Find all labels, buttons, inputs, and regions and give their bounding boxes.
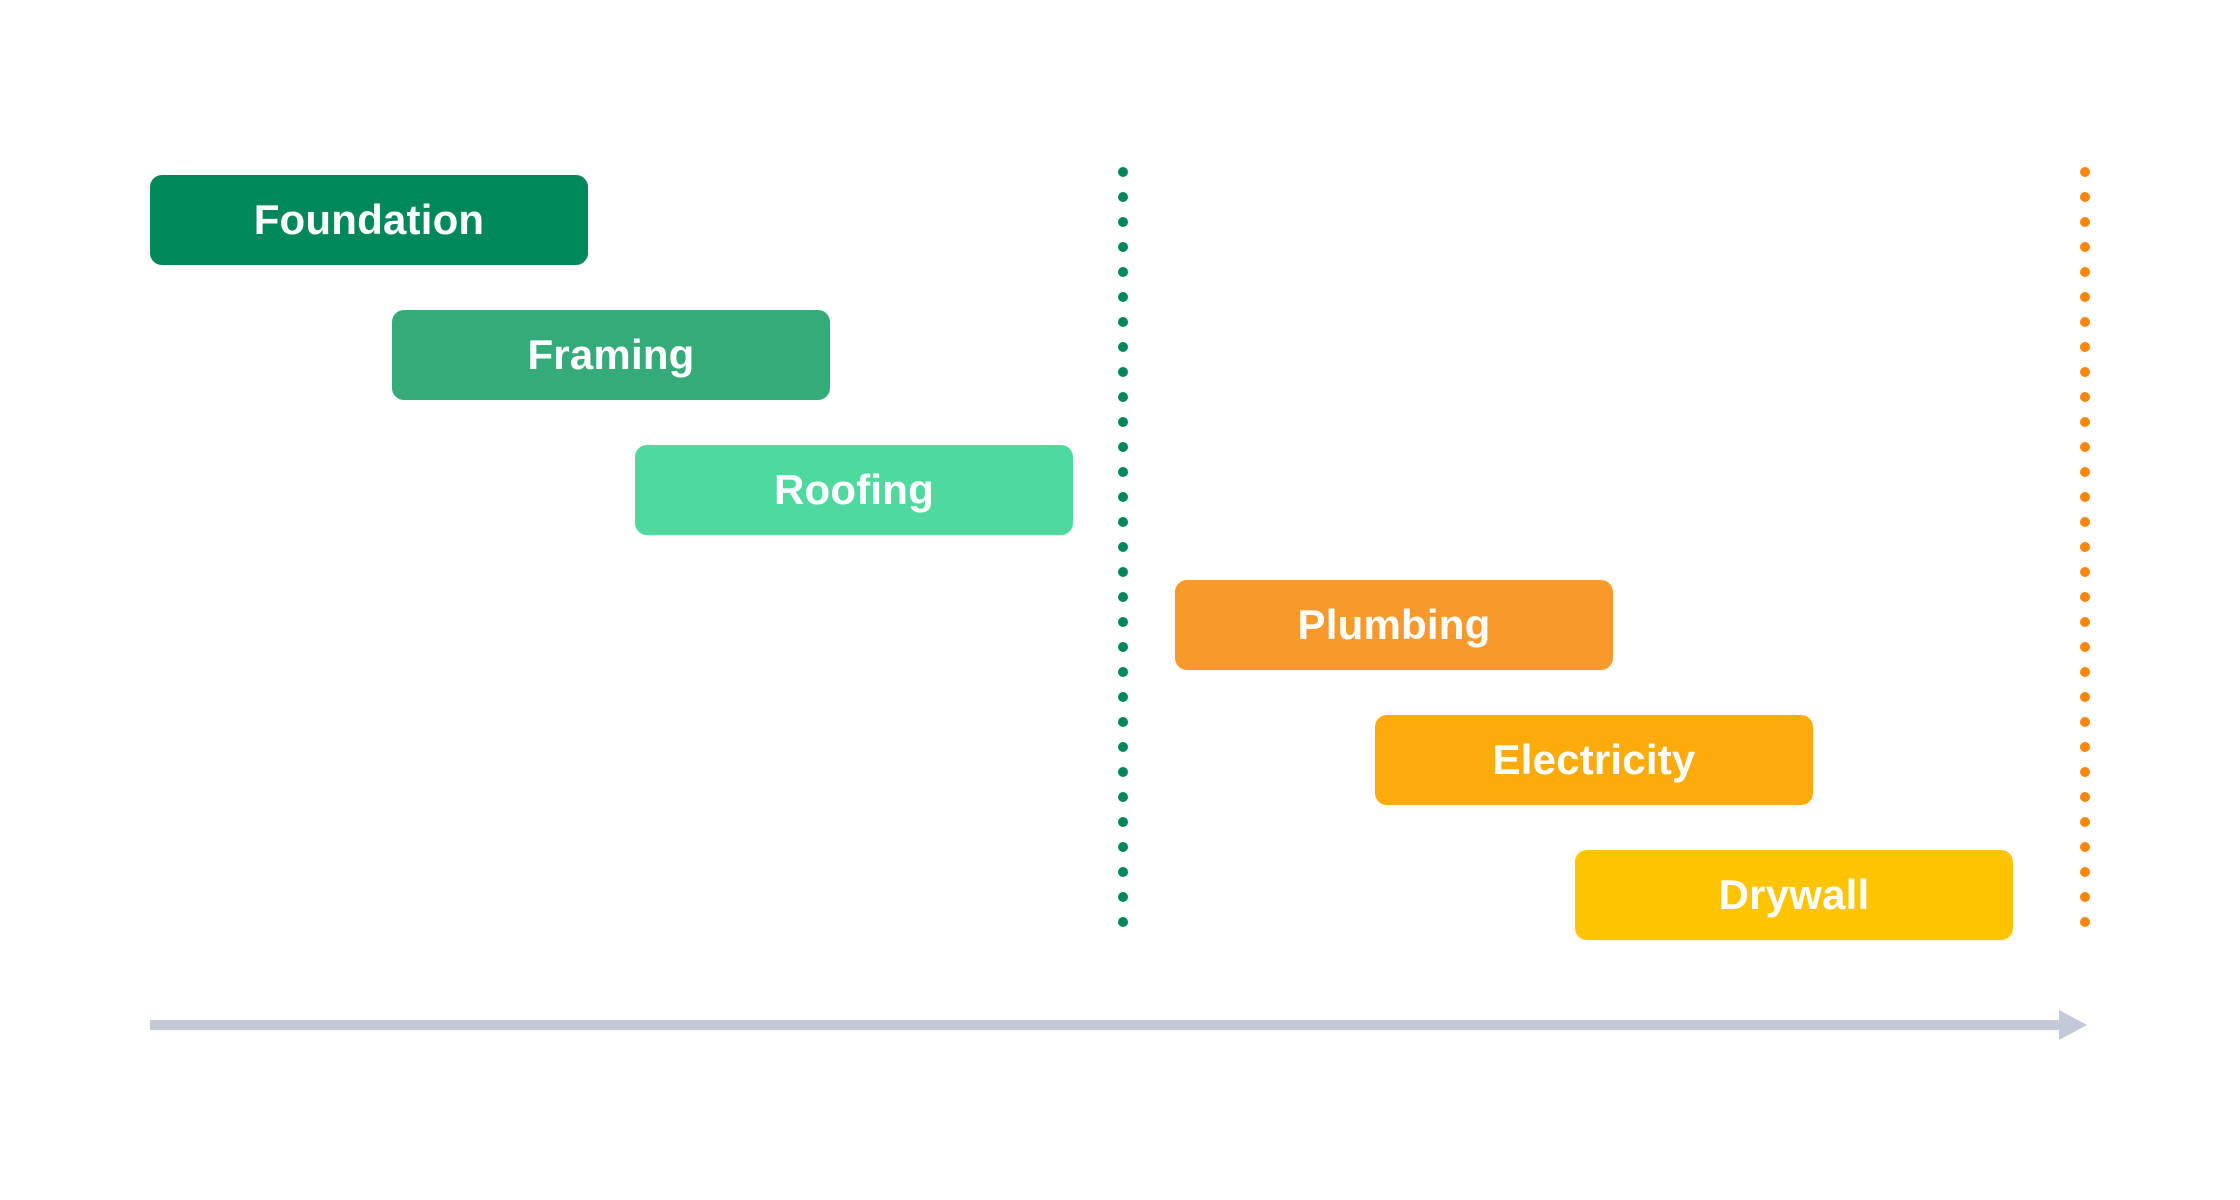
gantt-bar-drywall[interactable]: Drywall [1575, 850, 2013, 940]
guide-dot [2080, 317, 2090, 327]
guide-dot [2080, 417, 2090, 427]
guide-dot [2080, 892, 2090, 902]
guide-dot [2080, 867, 2090, 877]
guide-dot [2080, 717, 2090, 727]
guide-dot [1118, 217, 1128, 227]
phase-start-marker [1118, 167, 1128, 950]
gantt-bar-label-drywall: Drywall [1718, 871, 1870, 918]
guide-dot [2080, 542, 2090, 552]
guide-dot [1118, 242, 1128, 252]
guide-dot [2080, 392, 2090, 402]
guide-dot [1118, 642, 1128, 652]
guide-dot [2080, 792, 2090, 802]
guide-dot [1118, 667, 1128, 677]
guide-dot [1118, 517, 1128, 527]
guide-dot [1118, 742, 1128, 752]
guide-dot [1118, 317, 1128, 327]
guide-dot [1118, 867, 1128, 877]
guide-dot [1118, 342, 1128, 352]
timeline-arrow-icon [2059, 1010, 2087, 1040]
guide-dot [2080, 267, 2090, 277]
guide-dot [1118, 467, 1128, 477]
timeline-axis-line [150, 1020, 2059, 1030]
guide-dot [1118, 692, 1128, 702]
gantt-bar-label-foundation: Foundation [253, 196, 485, 243]
gantt-bar-label-plumbing: Plumbing [1297, 601, 1491, 648]
guide-dot [2080, 917, 2090, 927]
guide-dot [1118, 417, 1128, 427]
guide-dot [1118, 392, 1128, 402]
guide-dot [1118, 817, 1128, 827]
guide-dot [2080, 742, 2090, 752]
guide-dot [1118, 267, 1128, 277]
phase-end-marker [2080, 167, 2090, 950]
guide-dot [1118, 617, 1128, 627]
gantt-bar-label-electricity: Electricity [1492, 736, 1696, 783]
guide-dot [1118, 892, 1128, 902]
guide-dot [1118, 192, 1128, 202]
guide-dot [2080, 242, 2090, 252]
guide-dot [2080, 567, 2090, 577]
gantt-bar-roofing[interactable]: Roofing [635, 445, 1073, 535]
guide-dot [1118, 492, 1128, 502]
guide-dot [2080, 692, 2090, 702]
guide-dot [2080, 592, 2090, 602]
guide-dot [2080, 367, 2090, 377]
guide-dot [2080, 442, 2090, 452]
guide-dot [1118, 367, 1128, 377]
timeline-axis [150, 1010, 2087, 1040]
guide-dot [2080, 617, 2090, 627]
guide-dot [2080, 167, 2090, 177]
guide-dot [2080, 517, 2090, 527]
gantt-bar-framing[interactable]: Framing [392, 310, 830, 400]
gantt-bar-foundation[interactable]: Foundation [150, 175, 588, 265]
guide-dot [2080, 342, 2090, 352]
guide-dot [2080, 642, 2090, 652]
gantt-bar-label-roofing: Roofing [773, 466, 934, 513]
guide-dot [1118, 592, 1128, 602]
guide-dot [2080, 467, 2090, 477]
guide-dot [2080, 667, 2090, 677]
guide-dot [1118, 792, 1128, 802]
gantt-bar-electricity[interactable]: Electricity [1375, 715, 1813, 805]
guide-dot [2080, 767, 2090, 777]
guide-dot [1118, 842, 1128, 852]
guide-dot [1118, 167, 1128, 177]
guide-dot [1118, 542, 1128, 552]
guide-dot [2080, 292, 2090, 302]
gantt-bar-label-framing: Framing [527, 331, 695, 378]
gantt-bar-plumbing[interactable]: Plumbing [1175, 580, 1613, 670]
guide-dot [2080, 842, 2090, 852]
guide-dot [1118, 442, 1128, 452]
guide-dot [1118, 567, 1128, 577]
guide-dot [1118, 917, 1128, 927]
guide-dot [1118, 767, 1128, 777]
guide-dot [2080, 817, 2090, 827]
guide-dot [2080, 492, 2090, 502]
guide-dot [2080, 192, 2090, 202]
guide-dot [2080, 217, 2090, 227]
guide-dot [1118, 292, 1128, 302]
guide-dot [1118, 717, 1128, 727]
